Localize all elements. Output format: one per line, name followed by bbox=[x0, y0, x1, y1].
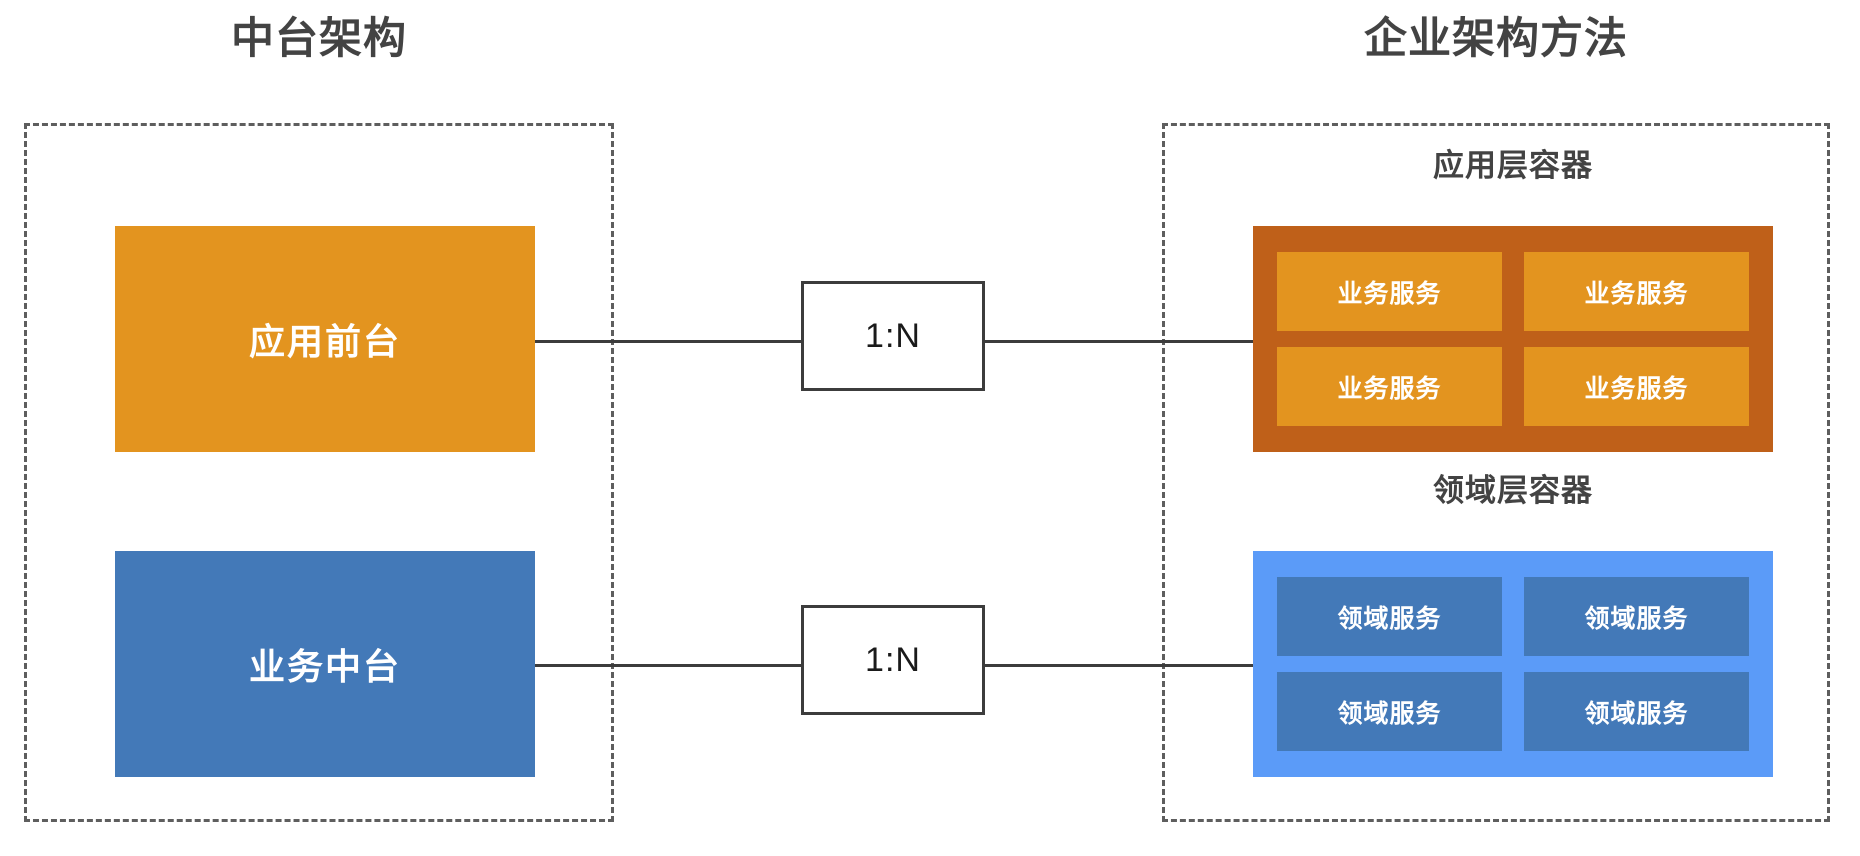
domain-service-cell[interactable]: 领域服务 bbox=[1524, 672, 1749, 751]
connector-front-to-relation bbox=[535, 340, 801, 343]
block-application-frontend[interactable]: 应用前台 bbox=[115, 226, 535, 452]
domain-layer-container-label: 领域层容器 bbox=[1433, 473, 1593, 508]
relation-label-bottom[interactable]: 1:N bbox=[801, 605, 985, 715]
connector-relation-to-app-container bbox=[985, 340, 1253, 343]
right-panel-title: 企业架构方法 bbox=[1364, 15, 1628, 63]
relation-label-top[interactable]: 1:N bbox=[801, 281, 985, 391]
business-service-cell[interactable]: 业务服务 bbox=[1277, 347, 1502, 426]
right-panel-frame bbox=[1162, 123, 1830, 822]
application-layer-container-label: 应用层容器 bbox=[1433, 148, 1593, 183]
application-layer-container: 业务服务 业务服务 业务服务 业务服务 bbox=[1253, 226, 1773, 452]
domain-service-cell[interactable]: 领域服务 bbox=[1524, 577, 1749, 656]
domain-service-cell[interactable]: 领域服务 bbox=[1277, 577, 1502, 656]
domain-service-cell[interactable]: 领域服务 bbox=[1277, 672, 1502, 751]
business-service-cell[interactable]: 业务服务 bbox=[1524, 347, 1749, 426]
left-panel-frame bbox=[24, 123, 614, 822]
left-panel-title: 中台架构 bbox=[231, 15, 407, 63]
business-service-cell[interactable]: 业务服务 bbox=[1277, 252, 1502, 331]
connector-middle-to-relation bbox=[535, 664, 801, 667]
block-business-middle-platform[interactable]: 业务中台 bbox=[115, 551, 535, 777]
connector-relation-to-domain-container bbox=[985, 664, 1253, 667]
domain-layer-container: 领域服务 领域服务 领域服务 领域服务 bbox=[1253, 551, 1773, 777]
business-service-cell[interactable]: 业务服务 bbox=[1524, 252, 1749, 331]
